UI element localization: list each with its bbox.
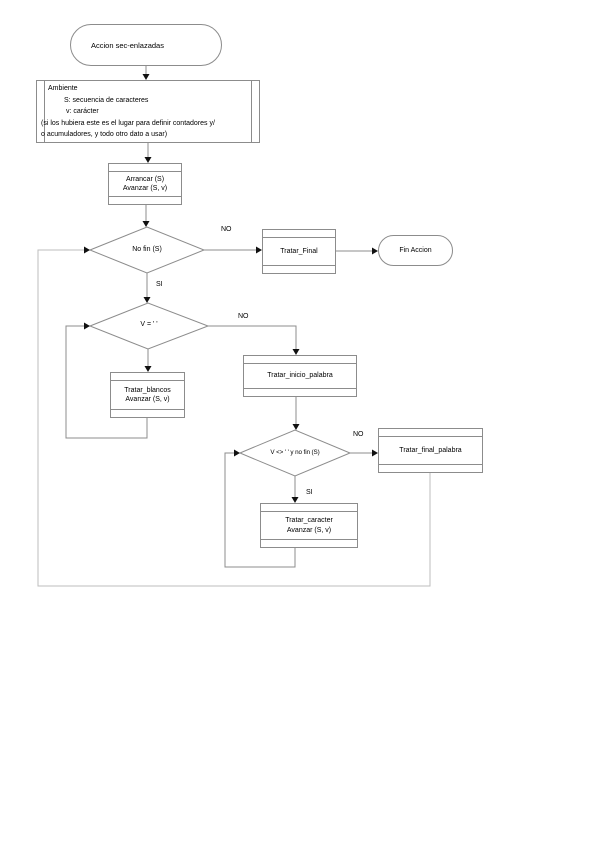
process-tratar-inicio-palabra-label: Tratar_inicio_palabra [267, 372, 333, 380]
process-tratar-blancos-line: Avanzar (S, v) [125, 396, 170, 403]
ambiente-right-sideline [251, 81, 252, 142]
decision-v-igual-label: V = ' ' [140, 321, 158, 328]
ambiente-line: S: secuencia de caracteres [64, 96, 149, 104]
connectors [65, 66, 375, 568]
ambiente-line: (si los hubiera este es el lugar para de… [41, 119, 215, 127]
process-tratar-blancos: Tratar_blancos Avanzar (S, v) [110, 372, 185, 418]
process-tratar-final-label: Tratar_Final [280, 247, 318, 255]
terminator-start: Accion sec-enlazadas [70, 24, 222, 66]
band-bottom [379, 464, 482, 472]
process-tratar-caracter-line: Tratar_caracter [285, 517, 333, 524]
band-bottom [111, 409, 184, 417]
ambiente-line: v: carácter [66, 108, 99, 116]
band-bottom [109, 196, 181, 204]
band-top [261, 504, 357, 512]
process-tratar-blancos-line: Tratar_blancos [124, 386, 171, 394]
band-top [263, 230, 335, 238]
terminator-fin-accion-label: Fin Accion [399, 247, 432, 254]
ambiente-line: o acumuladores, y todo otro dato a usar) [41, 131, 168, 139]
decision-no-fin-label: No fin (S) [132, 246, 162, 253]
band-bottom [244, 388, 356, 396]
edge-label-si-1: SI [156, 281, 163, 288]
band-top [111, 373, 184, 381]
band-top [244, 356, 356, 364]
decision-diamonds [88, 226, 352, 477]
edge-label-no-1: NO [221, 226, 232, 233]
ambiente-left-sideline [44, 81, 45, 142]
decision-v-igual-diamond [88, 302, 210, 350]
process-tratar-final-palabra-label: Tratar_final_palabra [399, 446, 462, 454]
decision-v-distinto-label: V <> ' ' y no fin (S) [270, 449, 320, 456]
process-arrancar: Arrancar (S) Avanzar (S, v) [108, 163, 182, 205]
outer-loop-connector [37, 249, 431, 587]
band-bottom [261, 539, 357, 547]
band-top [379, 429, 482, 437]
terminator-fin-accion: Fin Accion [378, 235, 453, 266]
decision-v-distinto-diamond [238, 429, 352, 477]
process-tratar-final: Tratar_Final [262, 229, 336, 274]
ambiente-box: Ambiente S: secuencia de caracteres v: c… [36, 80, 260, 143]
decision-no-fin-diamond [88, 226, 206, 274]
edge-label-si-3: SI [306, 489, 313, 496]
ambiente-line: Ambiente [48, 85, 78, 92]
ambiente-text: Ambiente S: secuencia de caracteres v: c… [37, 83, 259, 141]
band-top [109, 164, 181, 172]
band-bottom [263, 265, 335, 273]
process-arrancar-line: Avanzar (S, v) [122, 185, 168, 192]
edge-label-no-2: NO [238, 313, 249, 320]
process-tratar-caracter: Tratar_caracter Avanzar (S, v) [260, 503, 358, 548]
process-tratar-inicio-palabra: Tratar_inicio_palabra [243, 355, 357, 397]
terminator-start-label: Accion sec-enlazadas [91, 40, 164, 50]
process-tratar-final-palabra: Tratar_final_palabra [378, 428, 483, 473]
process-arrancar-line: Arrancar (S) [125, 175, 165, 183]
edge-label-no-3: NO [353, 431, 364, 438]
process-tratar-caracter-line: Avanzar (S, v) [286, 526, 332, 534]
arrowheads [84, 74, 378, 503]
